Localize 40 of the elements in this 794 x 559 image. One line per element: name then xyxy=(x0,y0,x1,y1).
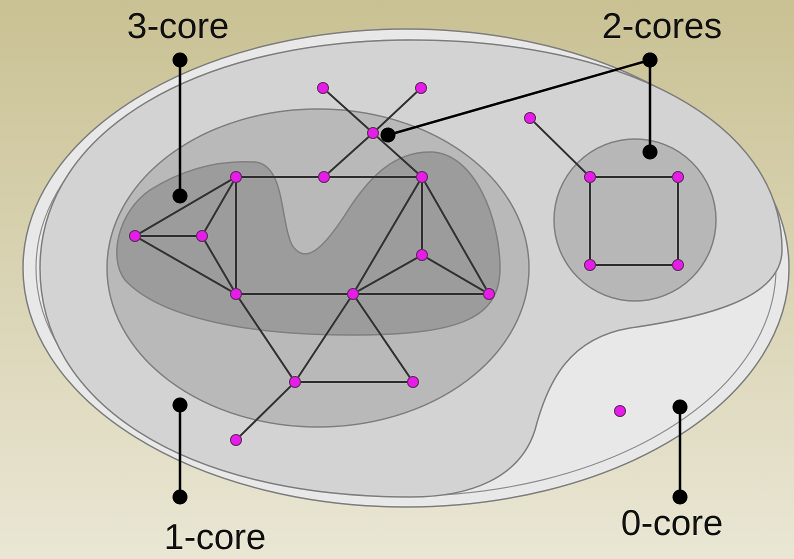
graph-edge xyxy=(242,293,347,295)
graph-edge xyxy=(359,293,483,295)
graph-edge xyxy=(426,257,484,292)
graph-edge xyxy=(326,91,370,130)
core-label: 1-core xyxy=(125,517,305,557)
graph-edge xyxy=(328,136,370,174)
leader-line xyxy=(172,398,188,504)
graph-edge xyxy=(376,91,418,130)
graph-edge xyxy=(596,176,672,178)
graph-edge xyxy=(238,298,292,378)
core-label: 3-core xyxy=(88,6,268,46)
graph-edge xyxy=(330,176,416,178)
graph-edge xyxy=(140,238,232,292)
graph-edge xyxy=(240,386,292,436)
graph-edge xyxy=(204,240,234,290)
leader-line xyxy=(672,400,688,504)
graph-edge xyxy=(297,298,351,378)
graph-edge xyxy=(376,136,418,174)
leader-line xyxy=(642,52,658,160)
leader-line xyxy=(172,52,188,204)
graph-edge xyxy=(677,183,679,259)
core-label: 0-core xyxy=(582,503,762,543)
graph-edge xyxy=(301,381,407,383)
graph-edge xyxy=(424,182,487,290)
core-label: 2-cores xyxy=(572,6,752,46)
graph-edge xyxy=(235,183,237,288)
core-region xyxy=(115,150,500,335)
graph-edge xyxy=(534,122,586,174)
graph-edge xyxy=(356,298,410,378)
graph-edge xyxy=(421,183,423,249)
core-region xyxy=(106,108,530,428)
graph-edge xyxy=(141,235,196,237)
graph-edge xyxy=(596,264,672,266)
core-region xyxy=(553,138,717,302)
graph-edge xyxy=(355,182,420,290)
graph-edge xyxy=(204,182,234,232)
graph-edge xyxy=(242,176,318,178)
graph-edge xyxy=(358,257,418,292)
graph-edge xyxy=(140,179,232,234)
graph-edge xyxy=(589,183,591,259)
